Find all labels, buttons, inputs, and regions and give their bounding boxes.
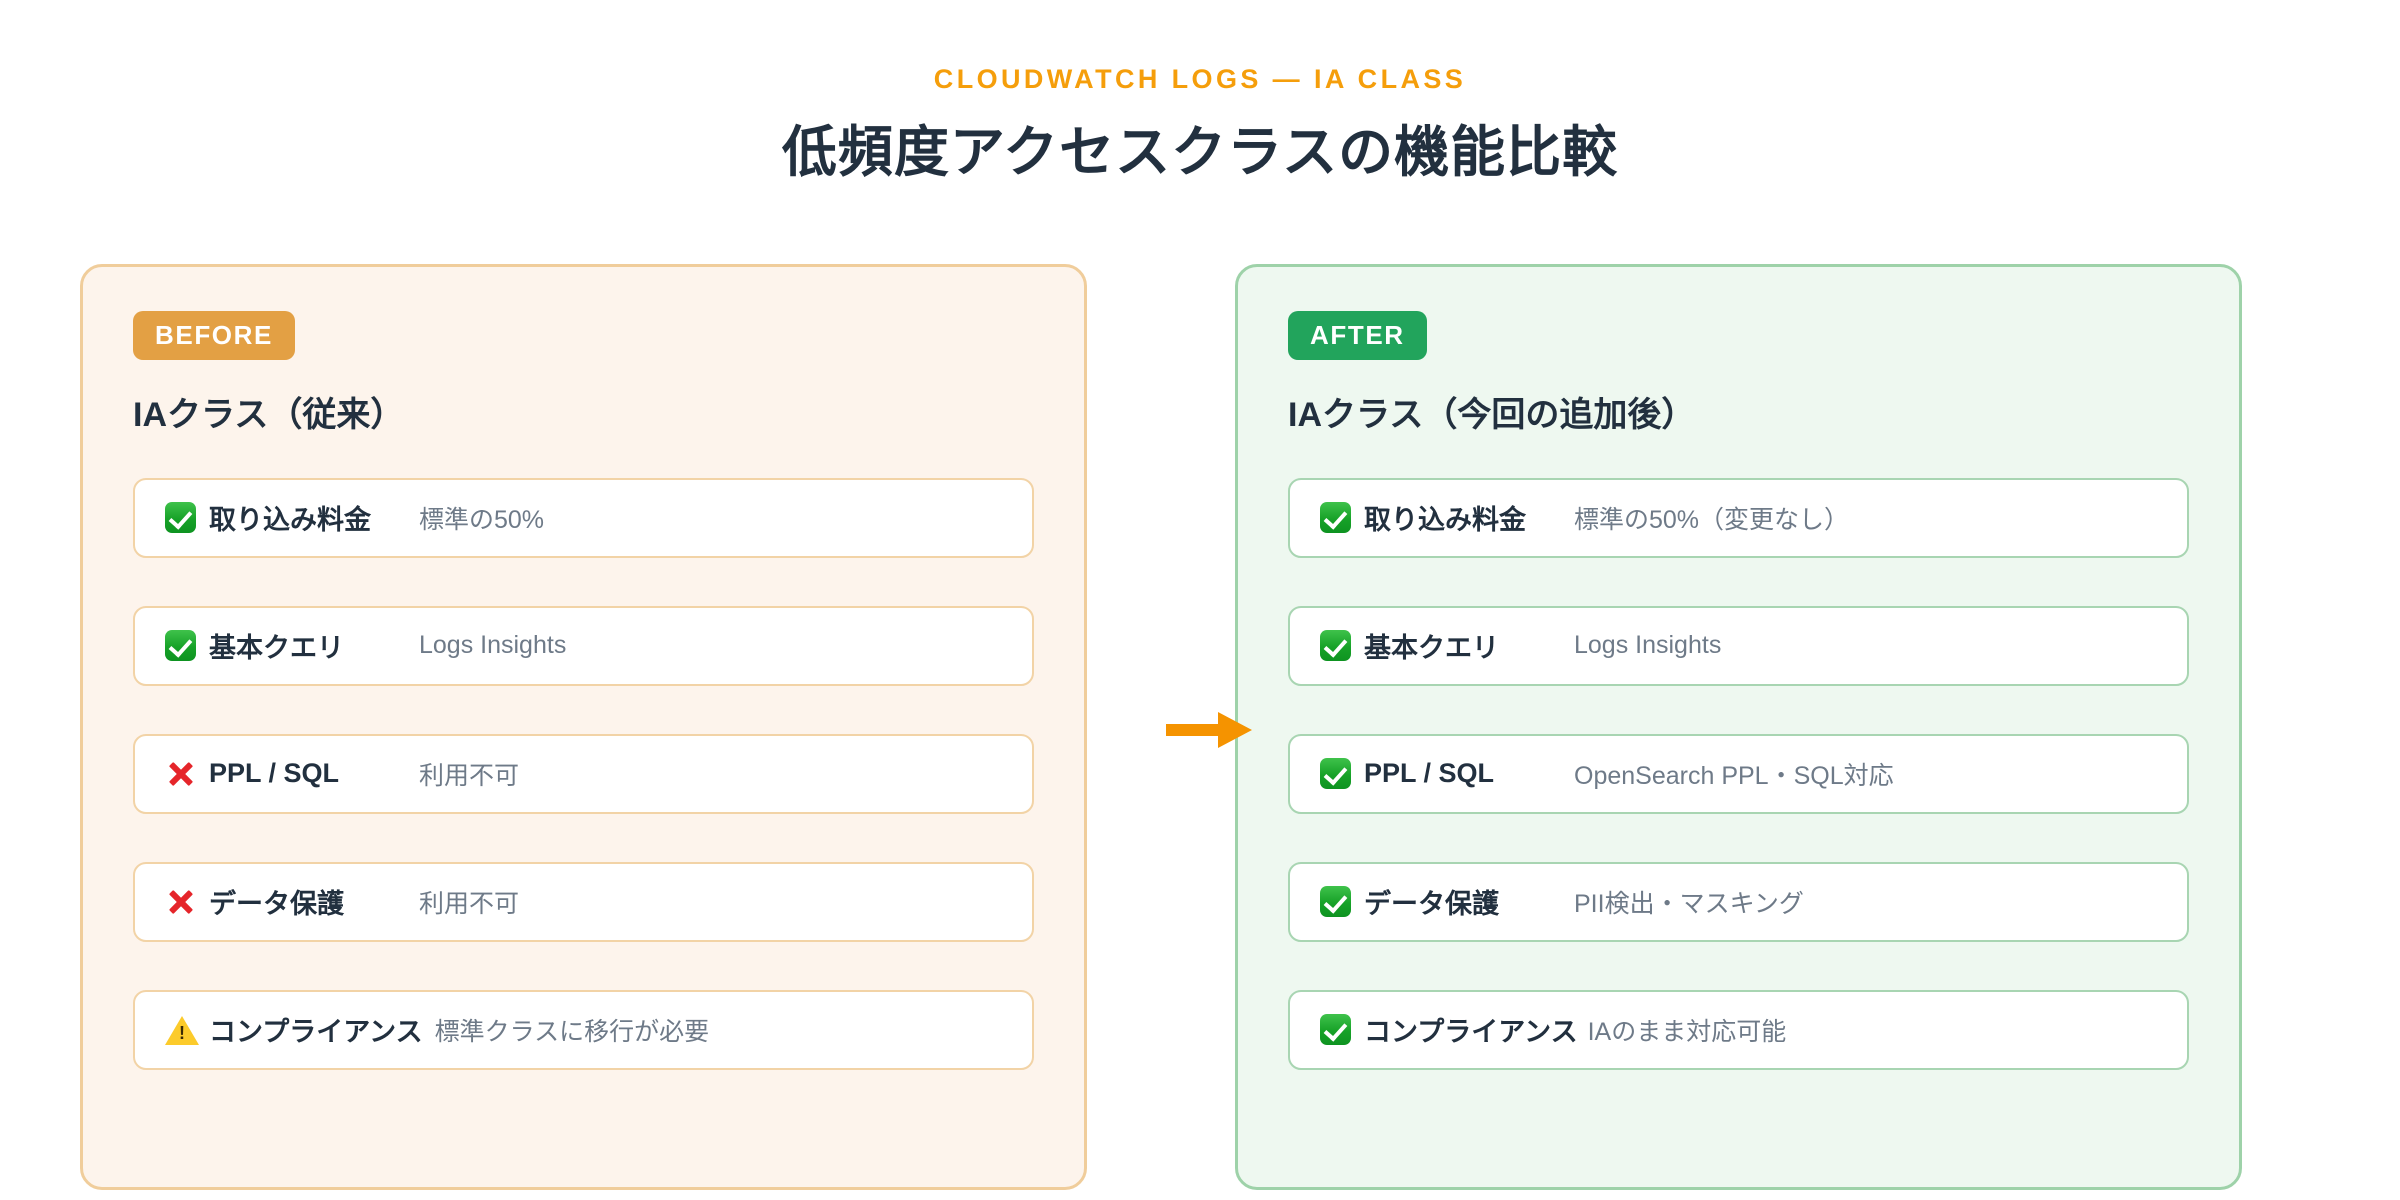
feature-row[interactable]: コンプライアンス IAのまま対応可能 <box>1288 989 2189 1070</box>
feature-label: データ保護 <box>1364 889 1499 920</box>
feature-label: コンプライアンス <box>1364 1017 1578 1048</box>
feature-row[interactable]: 取り込み料金 標準の50% <box>133 477 1034 558</box>
feature-label: データ保護 <box>209 889 344 920</box>
feature-row[interactable]: コンプライアンス 標準クラスに移行が必要 <box>133 989 1034 1070</box>
feature-label: PPL / SQL <box>209 758 340 789</box>
before-feature-list: 取り込み料金 標準の50% 基本クエリ Logs Insights PPL / … <box>133 477 1034 1070</box>
feature-label: 取り込み料金 <box>1364 505 1526 536</box>
feature-row[interactable]: データ保護 PII検出・マスキング <box>1288 861 2189 942</box>
after-feature-list: 取り込み料金 標準の50%（変更なし） 基本クエリ Logs Insights … <box>1288 477 2189 1070</box>
arrow-right-icon <box>1150 700 1270 760</box>
page-title: 低頻度アクセスクラスの機能比較 <box>781 121 1619 183</box>
feature-value: PII検出・マスキング <box>1574 889 1804 918</box>
feature-value: OpenSearch PPL・SQL対応 <box>1574 761 1894 790</box>
feature-row[interactable]: 基本クエリ Logs Insights <box>133 605 1034 686</box>
slide-header: CLOUDWATCH LOGS — IA CLASS 低頻度アクセスクラスの機能… <box>0 0 2400 184</box>
check-icon <box>1320 886 1364 918</box>
before-badge: BEFORE <box>133 311 295 360</box>
feature-label: PPL / SQL <box>1364 758 1495 789</box>
before-panel: BEFORE IAクラス（従来） 取り込み料金 標準の50% 基本クエリ Log… <box>80 264 1087 1190</box>
feature-row[interactable]: PPL / SQL OpenSearch PPL・SQL対応 <box>1288 733 2189 814</box>
feature-value: IAのまま対応可能 <box>1587 1017 1787 1046</box>
comparison-panels: BEFORE IAクラス（従来） 取り込み料金 標準の50% 基本クエリ Log… <box>0 264 2400 1190</box>
after-panel-title: IAクラス（今回の追加後） <box>1288 396 1696 434</box>
feature-row[interactable]: 取り込み料金 標準の50%（変更なし） <box>1288 477 2189 558</box>
feature-value: Logs Insights <box>419 631 567 660</box>
warning-icon <box>165 1015 209 1045</box>
feature-label: 取り込み料金 <box>209 505 371 536</box>
check-icon <box>165 502 209 534</box>
cross-icon <box>165 758 209 789</box>
feature-value: Logs Insights <box>1574 631 1722 660</box>
feature-row[interactable]: 基本クエリ Logs Insights <box>1288 605 2189 686</box>
feature-value: 利用不可 <box>419 889 520 918</box>
before-panel-title: IAクラス（従来） <box>133 396 405 434</box>
check-icon <box>1320 758 1364 790</box>
after-badge: AFTER <box>1288 311 1427 360</box>
feature-value: 標準の50%（変更なし） <box>1574 505 1850 534</box>
feature-label: 基本クエリ <box>209 633 344 664</box>
feature-label: 基本クエリ <box>1364 633 1499 664</box>
after-panel: AFTER IAクラス（今回の追加後） 取り込み料金 標準の50%（変更なし） … <box>1235 264 2242 1190</box>
check-icon <box>1320 502 1364 534</box>
feature-value: 標準クラスに移行が必要 <box>434 1017 710 1046</box>
cross-icon <box>165 886 209 917</box>
check-icon <box>1320 1014 1364 1046</box>
feature-value: 利用不可 <box>419 761 520 790</box>
feature-row[interactable]: PPL / SQL 利用不可 <box>133 733 1034 814</box>
feature-row[interactable]: データ保護 利用不可 <box>133 861 1034 942</box>
check-icon <box>1320 630 1364 662</box>
feature-label: コンプライアンス <box>209 1017 423 1048</box>
check-icon <box>165 630 209 662</box>
feature-value: 標準の50% <box>419 505 545 534</box>
eyebrow-label: CLOUDWATCH LOGS — IA CLASS <box>933 64 1467 94</box>
